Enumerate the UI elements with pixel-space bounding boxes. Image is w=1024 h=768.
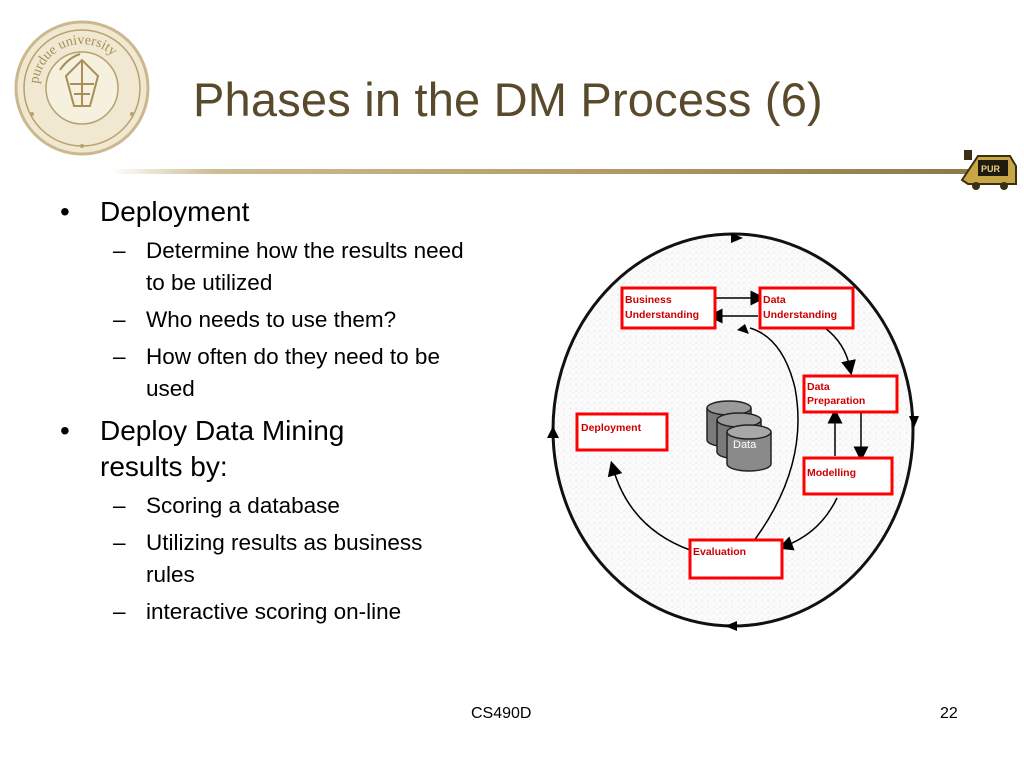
bullet-dot-icon: • xyxy=(60,415,70,446)
dash-icon: – xyxy=(113,238,126,263)
sub-bullet-item: – Determine how the results need to be u… xyxy=(58,235,486,299)
sub-bullet-text: Utilizing results as business rules xyxy=(146,530,423,587)
dm-process-diagram: Data Business Understanding Data Underst… xyxy=(547,232,919,631)
bullet-item: • Deployment xyxy=(58,194,498,230)
sub-bullet-text: Who needs to use them? xyxy=(146,307,397,332)
database-label: Data xyxy=(733,439,757,451)
sub-bullet-item: – Utilizing results as business rules xyxy=(58,527,436,591)
data-understanding-label-2: Understanding xyxy=(763,309,837,321)
data-understanding-box xyxy=(758,286,855,330)
sub-bullet-text: Scoring a database xyxy=(146,493,340,518)
footer-course-code: CS490D xyxy=(471,705,532,722)
sub-bullet-item: – Scoring a database xyxy=(58,490,486,522)
business-understanding-label-1: Business xyxy=(625,294,672,306)
bullet-list: • Deployment – Determine how the results… xyxy=(58,188,498,628)
sub-bullet-text: Determine how the results need to be uti… xyxy=(146,238,464,295)
dash-icon: – xyxy=(113,493,126,518)
bullet-text: Deploy Data Mining results by: xyxy=(100,415,345,482)
business-understanding-box xyxy=(620,286,717,330)
sub-bullet-item: – interactive scoring on-line xyxy=(58,596,486,628)
dash-icon: – xyxy=(113,599,126,624)
data-preparation-label-1: Data xyxy=(807,381,830,393)
slide-title: Phases in the DM Process (6) xyxy=(193,73,823,126)
svg-text:PUR: PUR xyxy=(981,164,1001,174)
sub-bullet-text: interactive scoring on-line xyxy=(146,599,402,624)
deployment-box xyxy=(575,412,669,452)
bullet-text: Deployment xyxy=(100,196,250,227)
data-preparation-label-2: Preparation xyxy=(807,395,865,407)
sub-bullet-item: – Who needs to use them? xyxy=(58,304,486,336)
title-divider xyxy=(110,169,972,174)
deployment-label: Deployment xyxy=(581,422,642,434)
business-understanding-label-2: Understanding xyxy=(625,309,699,321)
bullet-dot-icon: • xyxy=(60,196,70,227)
dash-icon: – xyxy=(113,344,126,369)
sub-bullet-text: How often do they need to be used xyxy=(146,344,440,401)
modelling-label: Modelling xyxy=(807,467,856,479)
data-preparation-box xyxy=(802,374,899,414)
evaluation-box xyxy=(688,538,784,580)
database-icon xyxy=(706,400,772,472)
purdue-seal-logo: purdue university xyxy=(14,20,150,156)
dash-icon: – xyxy=(113,530,126,555)
modelling-box xyxy=(802,456,894,496)
bullet-item: • Deploy Data Mining results by: xyxy=(58,413,498,485)
data-understanding-label-1: Data xyxy=(763,294,786,306)
dash-icon: – xyxy=(113,307,126,332)
slide-number: 22 xyxy=(940,705,958,722)
sub-bullet-item: – How often do they need to be used xyxy=(58,341,486,405)
purdue-train-logo-icon: PUR xyxy=(960,150,1017,190)
evaluation-label: Evaluation xyxy=(693,546,746,558)
